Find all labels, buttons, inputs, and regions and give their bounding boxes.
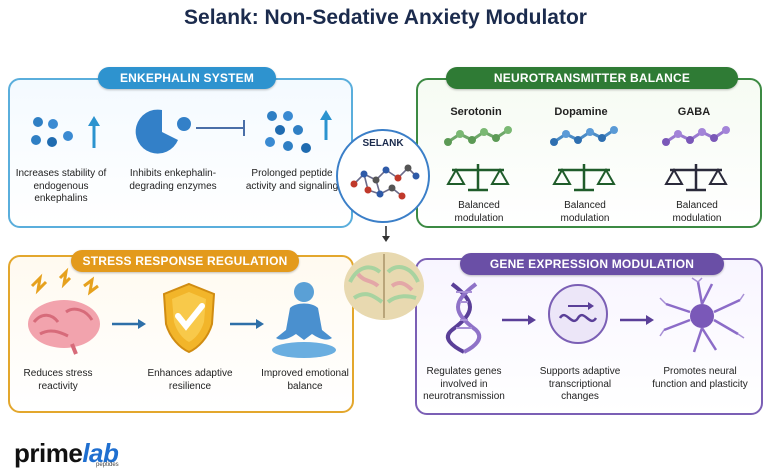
transcription-icon	[548, 284, 608, 344]
logo-sub: peptides	[96, 462, 119, 468]
enkephalin-caption-1: Increases stability of endogenous enkeph…	[15, 168, 107, 204]
gaba-molecule-icon	[662, 126, 730, 146]
page-title: Selank: Non-Sedative Anxiety Modulator	[184, 6, 587, 29]
enzyme-inhibitor-icon	[135, 109, 245, 154]
stress-caption-3: Improved emotional balance	[261, 368, 349, 392]
neurotransmitter-panel	[416, 78, 762, 228]
primelab-logo: primelab peptides	[14, 438, 119, 468]
neurotransmitter-heading: NEUROTRANSMITTER BALANCE	[446, 67, 738, 89]
gene-caption-1: Regulates genes involved in neurotransmi…	[423, 366, 505, 402]
arrow-right-icon	[112, 319, 146, 329]
serotonin-label: Serotonin	[450, 106, 502, 118]
enkephalin-heading: ENKEPHALIN SYSTEM	[98, 67, 276, 89]
logo-lab: lab	[82, 438, 119, 468]
enkephalin-caption-3: Prolonged peptide activity and signaling	[245, 168, 339, 192]
serotonin-molecule-icon	[444, 126, 512, 146]
dopamine-molecule-icon	[550, 126, 618, 146]
gene-caption-3: Promotes neural function and plasticity	[652, 366, 748, 390]
dopamine-balance-icon	[552, 164, 616, 192]
gaba-label: GABA	[677, 106, 711, 118]
logo-prime: prime	[14, 438, 83, 468]
gene-caption-2: Supports adaptive transcriptional change…	[539, 366, 621, 402]
arrow-right-icon-3	[502, 315, 536, 325]
stress-caption-1: Reduces stress reactivity	[23, 368, 93, 392]
meditation-icon	[272, 282, 336, 358]
dopamine-label: Dopamine	[554, 106, 608, 118]
selank-molecule-icon	[350, 164, 420, 200]
gaba-caption: Balanced modulation	[672, 200, 722, 224]
dna-icon	[445, 282, 482, 354]
down-arrow-icon	[382, 226, 390, 242]
gene-heading: GENE EXPRESSION MODULATION	[460, 253, 724, 275]
enkephalin-molecules-icon	[31, 116, 100, 148]
shield-check-icon	[162, 282, 216, 354]
dopamine-caption: Balanced modulation	[560, 200, 610, 224]
arrow-right-icon-2	[230, 319, 264, 329]
serotonin-balance-icon	[446, 164, 510, 192]
brain-center-icon	[344, 252, 424, 320]
prolonged-peptide-icon	[265, 110, 332, 153]
arrow-right-icon-4	[620, 315, 654, 325]
neuron-icon	[659, 277, 745, 353]
stress-caption-2: Enhances adaptive resilience	[147, 368, 233, 392]
stressed-brain-icon	[28, 267, 100, 355]
gaba-balance-icon	[664, 164, 728, 192]
serotonin-caption: Balanced modulation	[454, 200, 504, 224]
stress-heading: STRESS RESPONSE REGULATION	[71, 250, 299, 272]
selank-label: SELANK	[362, 138, 404, 149]
enkephalin-caption-2: Inhibits enkephalin-degrading enzymes	[129, 168, 217, 192]
